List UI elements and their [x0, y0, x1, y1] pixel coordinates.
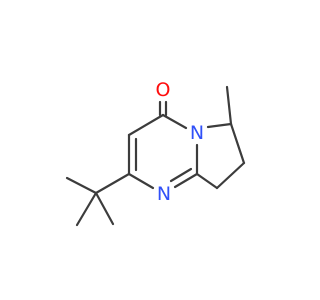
bond-cq-me1	[65, 176, 98, 195]
nitrogen-atom-label-ring-fusion: N	[190, 122, 204, 144]
bond-c6-n2	[127, 172, 155, 190]
atom-label-layer: O N N	[156, 79, 205, 205]
bond-c4-c5	[127, 113, 165, 137]
nitrogen-atom-label-pyrimidine: N	[157, 183, 171, 205]
bond-n2-c8a	[173, 172, 199, 189]
bond-c6p-c7	[229, 122, 246, 165]
bond-c8-c8a	[195, 172, 219, 190]
bond-n1-c6p	[206, 122, 233, 129]
oxygen-atom-label: O	[156, 79, 171, 101]
bond-layer	[65, 85, 246, 227]
bond-c6-cq	[94, 172, 131, 195]
molecule-structure-diagram: O N N	[65, 79, 246, 227]
bond-n1-c4	[161, 113, 188, 130]
bond-n2-c8a-double	[169, 167, 193, 183]
bond-c7-c8	[215, 161, 246, 190]
bond-c6p-methyl	[225, 85, 233, 126]
bond-cq-me3	[94, 191, 115, 226]
bond-cq-me2	[75, 191, 98, 227]
